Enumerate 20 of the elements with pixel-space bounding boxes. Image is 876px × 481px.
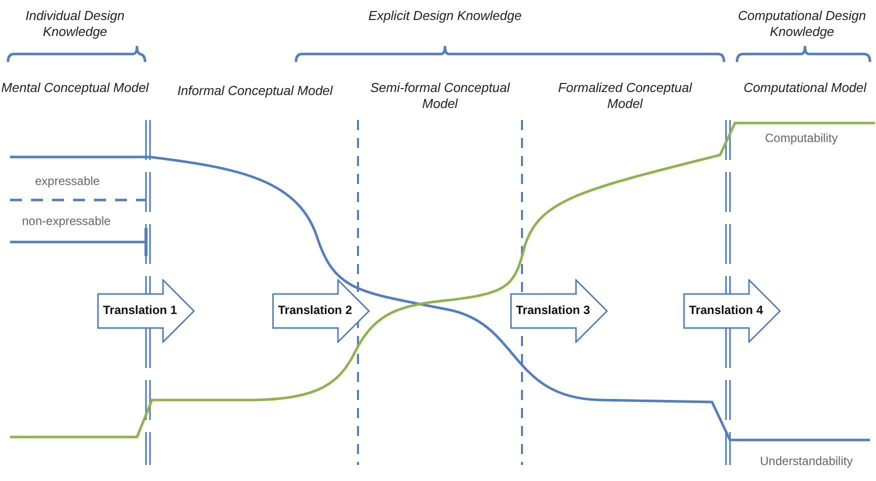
curve-label: Understandability — [760, 454, 853, 468]
legend-label: non-expressable — [22, 214, 111, 228]
arrow-label: Translation 3 — [516, 303, 590, 317]
arrow-label: Translation 4 — [689, 303, 764, 317]
legend-label: expressable — [35, 174, 100, 188]
arrow-label: Translation 1 — [103, 303, 178, 317]
stage-label: Informal Conceptual Model — [176, 83, 334, 99]
block-arrow — [683, 279, 781, 343]
group-heading: Explicit Design Knowledge — [367, 8, 523, 24]
stage-label: Formalized Conceptual Model — [557, 80, 694, 112]
group-heading: Individual Design Knowledge — [24, 8, 126, 40]
stage-label: Mental Conceptual Model — [0, 80, 150, 96]
block-arrow — [272, 279, 370, 343]
block-arrow — [97, 279, 195, 343]
curve-label: Computability — [765, 131, 838, 145]
block-arrow — [510, 279, 608, 343]
arrow-label: Translation 2 — [278, 303, 352, 317]
stage-label: Semi-formal Conceptual Model — [369, 80, 511, 112]
stage-label: Computational Model — [742, 80, 868, 96]
group-heading: Computational Design Knowledge — [737, 8, 867, 40]
